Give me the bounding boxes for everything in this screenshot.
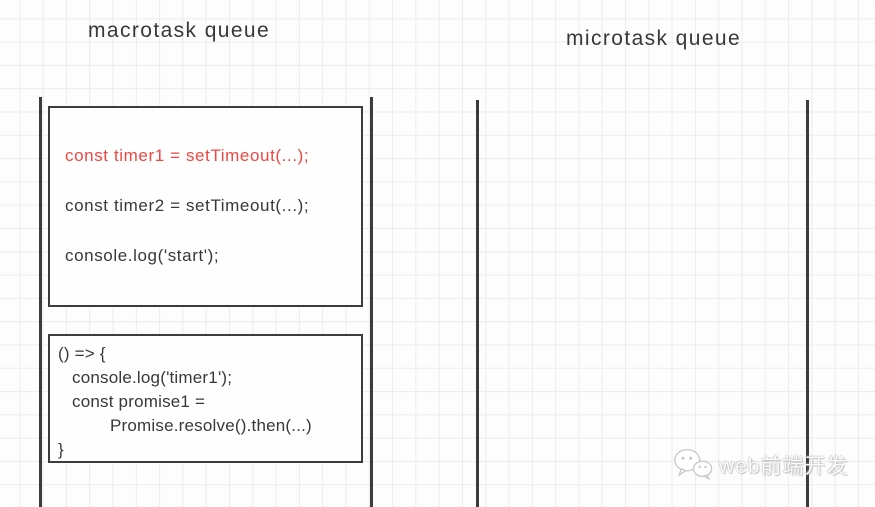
macrotask-item-main-script: const timer1 = setTimeout(...); const ti… [48, 106, 363, 307]
code-line: console.log('timer1'); [72, 368, 233, 387]
macrotask-item-timer1-callback: () => { console.log('timer1'); const pro… [48, 334, 363, 463]
code-line: () => { [58, 344, 106, 363]
wechat-icon [672, 446, 714, 483]
microtask-queue-title: microtask queue [566, 27, 742, 50]
code-line: const timer1 = setTimeout(...); [65, 146, 310, 165]
macrotask-queue-right-rail [370, 97, 373, 507]
watermark-label: web前端开发 [719, 454, 849, 478]
code-line: Promise.resolve().then(...) [110, 416, 312, 435]
code-line: const timer2 = setTimeout(...); [65, 196, 310, 215]
code-line: } [58, 440, 64, 459]
code-line: console.log('start'); [65, 246, 220, 265]
code-line: const promise1 = [72, 392, 206, 411]
microtask-queue-left-rail [476, 100, 479, 507]
watermark: web前端开发 [672, 446, 849, 483]
macrotask-queue-left-rail [39, 97, 42, 507]
macrotask-queue-title: macrotask queue [88, 19, 271, 42]
microtask-queue-right-rail [806, 100, 809, 507]
